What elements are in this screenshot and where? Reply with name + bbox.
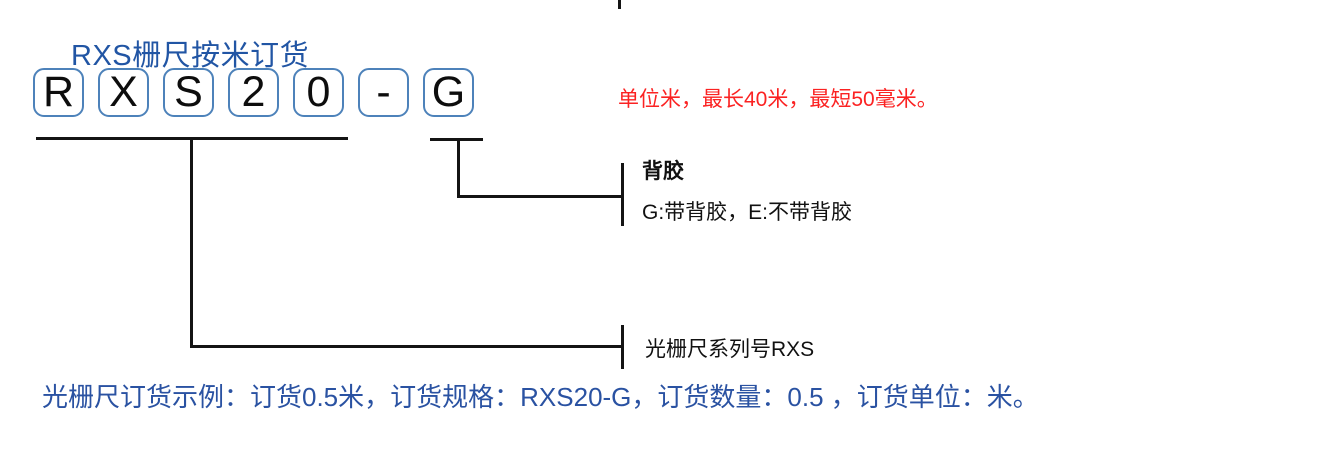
series-end-tick [621,325,624,369]
backing-branch-horizontal-line [457,195,624,198]
backing-underline [430,138,483,141]
code-box-2: 2 [228,68,279,117]
order-example-text: 光栅尺订货示例：订货0.5米，订货规格：RXS20-G，订货数量：0.5 ，订货… [42,382,1039,412]
code-box-dash: - [358,68,409,117]
backing-branch-vertical-line [457,138,460,198]
series-label: 光栅尺系列号RXS [645,338,815,361]
diagram-title: RXS栅尺按米订货 [71,40,310,72]
order-code-row: R X S 2 0 - G [33,68,474,117]
code-box-g: G [423,68,474,117]
code-box-s: S [163,68,214,117]
series-branch-horizontal-line [190,345,624,348]
code-box-0: 0 [293,68,344,117]
code-char: 2 [241,68,266,116]
top-connector-stub [618,0,621,9]
code-box-x: X [98,68,149,117]
unit-limit-note: 单位米，最长40米，最短50毫米。 [618,88,938,111]
code-char: - [376,68,391,116]
code-char: R [42,68,75,116]
code-box-r: R [33,68,84,117]
backing-heading: 背胶 [642,160,684,183]
code-char: S [174,68,203,116]
code-char: 0 [306,68,331,116]
series-branch-vertical-line [190,137,193,348]
backing-end-tick [621,163,624,226]
code-char: X [109,68,138,116]
backing-detail: G:带背胶，E:不带背胶 [642,201,853,224]
code-char: G [431,68,466,116]
